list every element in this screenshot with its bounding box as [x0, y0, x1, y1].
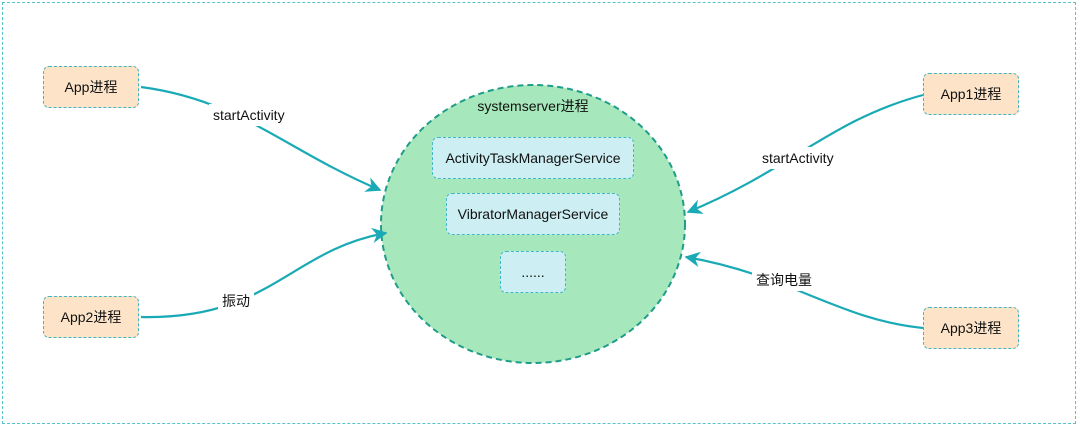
- node-app2[interactable]: App2进程: [43, 296, 139, 338]
- systemserver-title: systemserver进程: [477, 98, 589, 114]
- node-app1[interactable]: App1进程: [923, 73, 1019, 115]
- node-app[interactable]: App进程: [43, 66, 139, 108]
- service-more[interactable]: ......: [500, 251, 566, 293]
- node-label: App3进程: [940, 320, 1002, 336]
- node-app3[interactable]: App3进程: [923, 307, 1019, 349]
- service-label: VibratorManagerService: [457, 206, 609, 222]
- edge-app2-to-server: [140, 227, 388, 319]
- service-vibrator-manager[interactable]: VibratorManagerService: [446, 193, 620, 235]
- node-label: App2进程: [60, 309, 122, 325]
- service-label: ......: [521, 264, 545, 280]
- service-label: ActivityTaskManagerService: [445, 150, 621, 166]
- edge-label-app3: 查询电量: [752, 269, 816, 291]
- node-label: App1进程: [940, 86, 1002, 102]
- edge-label-app1: startActivity: [758, 147, 838, 169]
- edge-label-app2: 振动: [218, 290, 254, 312]
- node-label: App进程: [64, 79, 118, 95]
- edge-app3-to-server: [684, 251, 924, 330]
- edge-app-to-server: [140, 85, 382, 192]
- edge-label-app: startActivity: [209, 104, 289, 126]
- service-activity-task-manager[interactable]: ActivityTaskManagerService: [432, 137, 634, 179]
